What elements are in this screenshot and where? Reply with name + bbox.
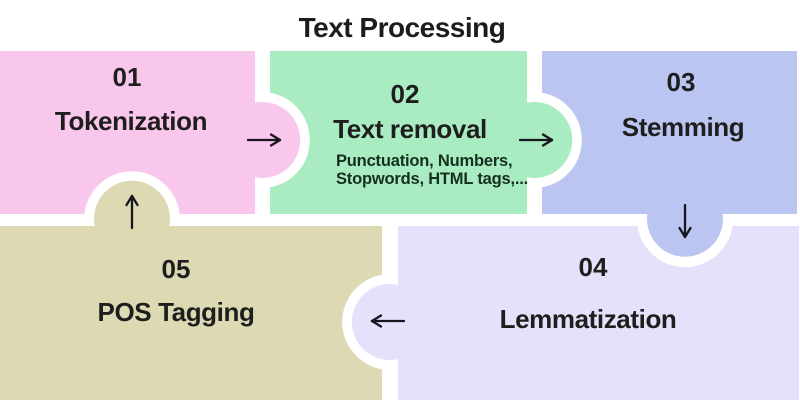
- block-label-text-removal: Text removal: [333, 114, 487, 144]
- arrow-left-icon-step4-to-5: [370, 314, 406, 328]
- arrow-right-icon-step2-to-3: [518, 133, 554, 147]
- arrow-right-icon-step1-to-2: [246, 133, 282, 147]
- block-number-02: 02: [390, 79, 420, 109]
- block-number-01: 01: [112, 62, 142, 92]
- block-number-04: 04: [578, 252, 608, 282]
- block-sublabel-text-removal: Punctuation, Numbers, Stopwords, HTML ta…: [336, 152, 528, 188]
- sublabel-line-1: Punctuation, Numbers,: [336, 152, 513, 170]
- puzzle-piece-stemming: [542, 51, 797, 257]
- puzzle-piece-pos-tagging: [0, 180, 382, 400]
- block-number-05: 05: [161, 254, 191, 284]
- puzzle-piece-lemmatization: [351, 226, 799, 400]
- page-title: Text Processing: [298, 12, 506, 43]
- arrow-down-icon-step3-to-4: [678, 203, 692, 239]
- sublabel-line-2: Stopwords, HTML tags,...: [336, 169, 528, 188]
- block-label-pos-tagging: POS Tagging: [97, 297, 255, 327]
- puzzle-piece-tokenization: [0, 51, 301, 214]
- block-label-lemmatization: Lemmatization: [499, 304, 677, 334]
- block-label-stemming: Stemming: [621, 112, 745, 142]
- arrow-up-icon-step5-to-1: [125, 194, 139, 230]
- block-number-03: 03: [666, 67, 696, 97]
- puzzle-piece-text-removal: [270, 51, 573, 214]
- block-label-tokenization: Tokenization: [54, 106, 208, 136]
